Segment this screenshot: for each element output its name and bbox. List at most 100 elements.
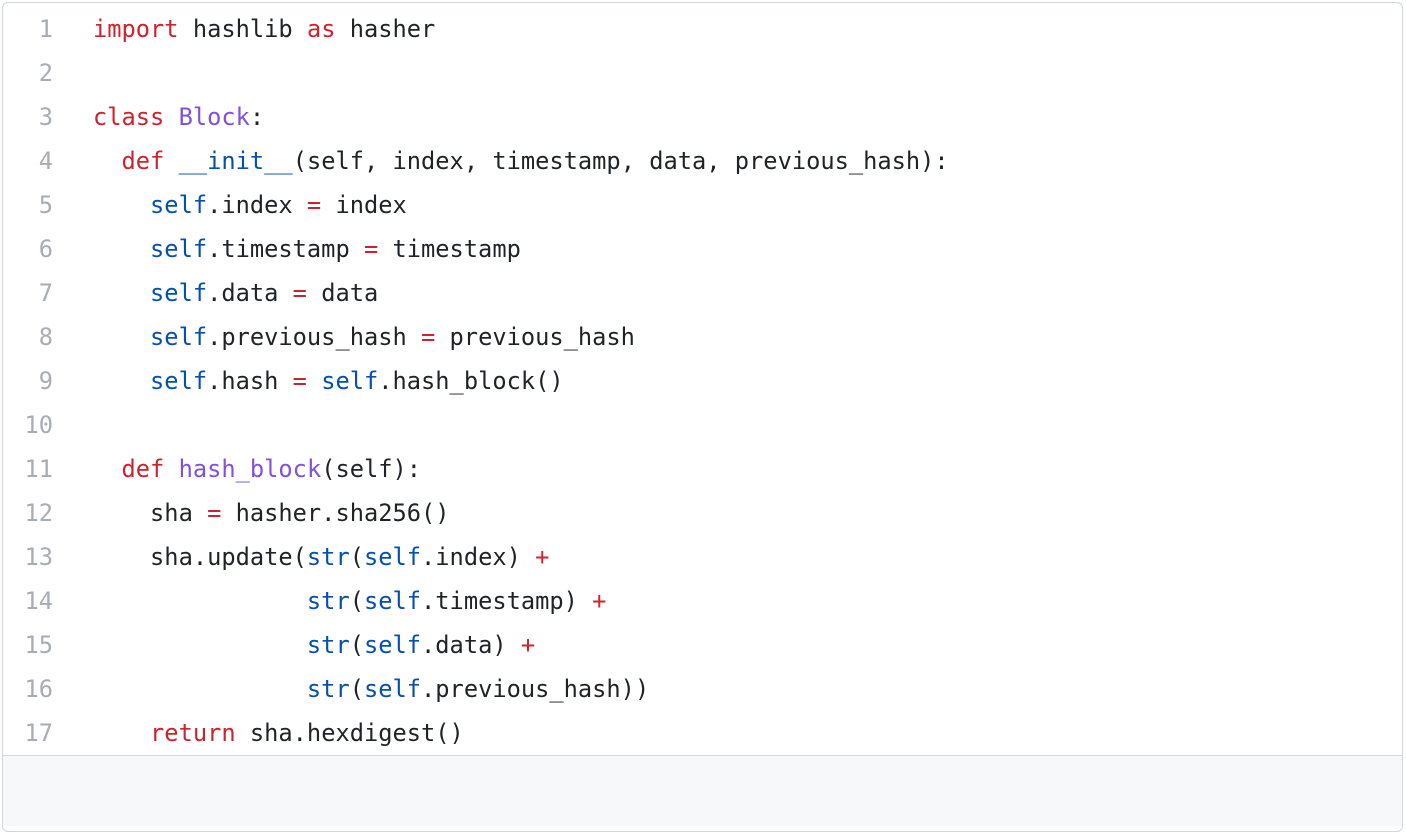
code-line: 9 self.hash = self.hash_block() [3, 359, 1402, 403]
code-token [93, 455, 122, 483]
code-token [164, 147, 178, 175]
code-line: 14 str(self.timestamp) + [3, 579, 1402, 623]
code-token [93, 631, 307, 659]
code-token: self [150, 191, 208, 219]
code-token [93, 719, 150, 747]
code-line-content: self.data = data [53, 271, 378, 315]
code-token: hasher.sha256() [221, 499, 450, 527]
line-number[interactable]: 2 [38, 59, 53, 87]
code-token: .data [207, 279, 293, 307]
code-line: 15 str(self.data) + [3, 623, 1402, 667]
code-line: 12 sha = hasher.sha256() [3, 491, 1402, 535]
line-number[interactable]: 10 [24, 411, 53, 439]
code-line: 4 def __init__(self, index, timestamp, d… [3, 139, 1402, 183]
code-token: self [363, 587, 422, 615]
line-number[interactable]: 6 [38, 235, 53, 263]
code-token: = [292, 367, 307, 395]
code-token: (self): [321, 455, 422, 483]
line-number[interactable]: 1 [38, 15, 53, 43]
code-token: hash_block [178, 455, 322, 483]
code-token [93, 675, 307, 703]
code-line: 10 [3, 403, 1402, 447]
code-token: sha [93, 499, 208, 527]
code-token: (self, index, timestamp, data, previous_… [292, 147, 949, 175]
code-line: 11 def hash_block(self): [3, 447, 1402, 491]
line-number[interactable]: 14 [24, 587, 53, 615]
code-token: str [306, 543, 350, 571]
code-token: = [363, 235, 379, 263]
code-line-content: import hashlib as hasher [53, 7, 435, 51]
code-line: 5 self.index = index [3, 183, 1402, 227]
code-token: sha.hexdigest() [235, 719, 464, 747]
code-token: .hash_block() [378, 367, 564, 395]
code-token: def [121, 147, 165, 175]
code-token: as [306, 15, 336, 43]
code-token: : [249, 103, 265, 131]
code-token: class [93, 103, 165, 131]
code-token [93, 587, 307, 615]
code-token: = [292, 279, 307, 307]
code-token: return [150, 719, 236, 747]
code-line-content [53, 51, 93, 95]
code-token: import [93, 15, 179, 43]
code-line: 8 self.previous_hash = previous_hash [3, 315, 1402, 359]
code-line-content: str(self.previous_hash)) [53, 667, 649, 711]
line-number[interactable]: 3 [38, 103, 53, 131]
code-token: Block [178, 103, 250, 131]
code-line: 16 str(self.previous_hash)) [3, 667, 1402, 711]
code-line-content: return sha.hexdigest() [53, 711, 464, 755]
line-number[interactable]: 13 [24, 543, 53, 571]
code-token: previous_hash [435, 323, 635, 351]
code-token: index [321, 191, 407, 219]
code-token [164, 455, 178, 483]
code-token: .previous_hash [207, 323, 422, 351]
code-line-content: sha = hasher.sha256() [53, 491, 450, 535]
code-line-content: class Block: [53, 95, 264, 139]
code-line: 2 [3, 51, 1402, 95]
line-number[interactable]: 7 [38, 279, 53, 307]
code-line-content: def __init__(self, index, timestamp, dat… [53, 139, 949, 183]
code-token: .index) [421, 543, 536, 571]
code-token: .timestamp [207, 235, 364, 263]
code-token: ( [349, 675, 364, 703]
code-token: hashlib [178, 15, 307, 43]
line-number[interactable]: 8 [38, 323, 53, 351]
line-number[interactable]: 9 [38, 367, 53, 395]
code-token: self [363, 543, 422, 571]
line-number[interactable]: 5 [38, 191, 53, 219]
code-token: .index [207, 191, 307, 219]
code-footer [3, 755, 1402, 826]
code-line-content: self.timestamp = timestamp [53, 227, 521, 271]
code-line-content: sha.update(str(self.index) + [53, 535, 549, 579]
code-token: ( [349, 631, 364, 659]
line-number[interactable]: 16 [24, 675, 53, 703]
code-token: .previous_hash)) [421, 675, 650, 703]
code-line-content: def hash_block(self): [53, 447, 422, 491]
code-token: self [150, 279, 208, 307]
code-token [307, 367, 321, 395]
code-token [93, 191, 150, 219]
code-token: __init__ [178, 147, 293, 175]
code-line: 17 return sha.hexdigest() [3, 711, 1402, 755]
code-line-content: self.hash = self.hash_block() [53, 359, 564, 403]
code-line-content [53, 403, 93, 447]
code-token [93, 323, 150, 351]
line-number[interactable]: 15 [24, 631, 53, 659]
code-token [93, 279, 150, 307]
code-token: = [306, 191, 322, 219]
code-token: + [520, 631, 536, 659]
code-token: self [363, 631, 422, 659]
line-number[interactable]: 11 [24, 455, 53, 483]
code-token: .data) [421, 631, 521, 659]
code-token: .timestamp) [421, 587, 593, 615]
code-line-content: str(self.data) + [53, 623, 535, 667]
line-number[interactable]: 4 [38, 147, 53, 175]
code-token: str [306, 587, 350, 615]
code-token [93, 147, 122, 175]
code-line: 7 self.data = data [3, 271, 1402, 315]
code-token: hasher [335, 15, 436, 43]
line-number[interactable]: 12 [24, 499, 53, 527]
line-number[interactable]: 17 [24, 719, 53, 747]
